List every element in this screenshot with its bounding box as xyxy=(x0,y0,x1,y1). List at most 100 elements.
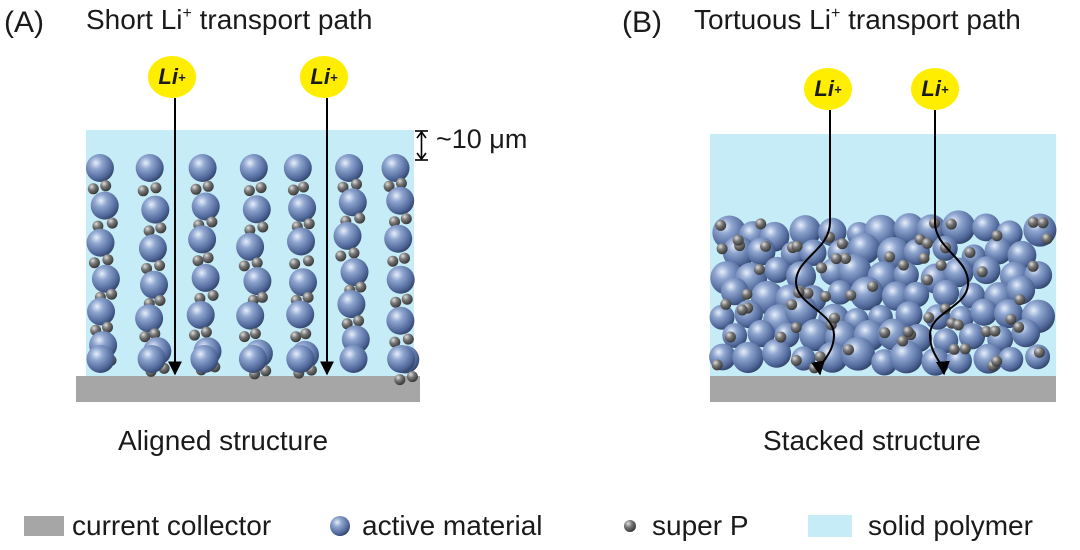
super-p-particle xyxy=(190,183,202,195)
super-p-particle xyxy=(790,322,802,333)
super-p-particle xyxy=(830,253,842,265)
super-p-particle xyxy=(829,312,840,324)
super-p-particle xyxy=(816,262,827,274)
super-p-particle xyxy=(341,318,353,330)
active-material-particle xyxy=(86,345,115,373)
super-p-particle xyxy=(102,254,114,266)
super-p-particle xyxy=(935,259,947,271)
panel-a-label: (A) xyxy=(4,6,44,39)
super-p-particle xyxy=(389,336,401,348)
active-material-particle xyxy=(384,224,413,253)
active-material-particle xyxy=(386,265,415,294)
super-p-particle xyxy=(921,237,933,249)
super-p-particle xyxy=(948,343,960,355)
super-p-particle xyxy=(741,288,753,300)
active-material-particle xyxy=(970,298,998,326)
blue-sphere-icon xyxy=(330,516,350,536)
active-material-particle xyxy=(86,228,115,257)
active-material-particle xyxy=(720,277,749,306)
active-material-particle xyxy=(236,301,265,330)
super-p-particle xyxy=(991,230,1003,242)
super-p-particle xyxy=(287,184,299,196)
super-p-particle xyxy=(802,287,814,299)
active-material-particle xyxy=(340,258,369,286)
li-ion-label: Li xyxy=(158,64,178,89)
super-p-particle xyxy=(243,185,255,197)
active-material-particle xyxy=(889,340,923,374)
super-p-particle xyxy=(137,185,149,197)
active-material-particle xyxy=(137,345,166,373)
super-p-particle xyxy=(884,251,896,263)
super-p-particle xyxy=(715,219,727,231)
super-p-particle xyxy=(300,328,312,340)
super-p-particle xyxy=(255,182,267,194)
active-material-particle xyxy=(932,279,960,307)
super-p-particle xyxy=(387,255,399,267)
super-p-particle xyxy=(1033,346,1045,358)
super-p-particle xyxy=(207,289,219,301)
panel-b-title: Tortuous Li+ transport path xyxy=(694,4,1021,36)
super-p-particle xyxy=(836,238,848,250)
super-p-particle xyxy=(150,182,162,194)
super-p-particle xyxy=(711,359,723,371)
panel-a-title: Short Li+ transport path xyxy=(86,4,372,36)
super-p-particle xyxy=(141,263,153,274)
li-ion-sup: + xyxy=(329,69,338,85)
active-material-particle xyxy=(90,191,119,220)
super-p-particle xyxy=(251,257,263,269)
active-material-particle xyxy=(339,345,368,373)
super-p-particle xyxy=(720,298,732,310)
super-p-particle xyxy=(724,331,736,343)
super-p-particle xyxy=(200,326,212,338)
super-p-particle xyxy=(981,326,992,337)
super-p-particle xyxy=(922,274,934,286)
panel-b-title-text: Tortuous Li xyxy=(694,4,831,35)
super-p-particle xyxy=(206,216,218,228)
legend-label: solid polymer xyxy=(868,510,1033,541)
super-p-particle xyxy=(786,299,798,311)
panel-a-caption: Aligned structure xyxy=(118,425,329,456)
super-p-particle xyxy=(402,333,414,345)
legend-solid-polymer: solid polymer xyxy=(808,506,1033,546)
super-p-particle xyxy=(976,266,988,278)
electrode-diagram xyxy=(76,98,1057,402)
panel-b-particles xyxy=(709,210,1057,376)
super-p-particle xyxy=(143,225,155,237)
super-p-particle xyxy=(964,247,976,258)
panel-b-title-tail: transport path xyxy=(840,4,1021,35)
active-material-particle xyxy=(799,319,832,352)
active-material-particle xyxy=(827,280,853,305)
active-material-particle xyxy=(188,154,217,182)
super-p-particle xyxy=(959,343,971,355)
super-p-particle xyxy=(840,253,852,264)
active-material-particle xyxy=(386,306,415,335)
active-material-particle xyxy=(288,193,317,222)
li-ion-badge-b1: Li+ xyxy=(804,68,852,110)
super-p-particle xyxy=(303,218,315,230)
super-p-particle xyxy=(394,374,406,386)
super-p-particle xyxy=(1037,217,1049,229)
active-material-particle xyxy=(335,154,364,182)
legend-label: active material xyxy=(362,510,543,541)
active-material-particle xyxy=(286,345,315,373)
active-material-particle xyxy=(709,304,735,330)
super-p-particle xyxy=(790,355,802,366)
super-p-particle xyxy=(239,331,250,343)
super-p-particle xyxy=(149,328,161,340)
active-material-particle xyxy=(333,221,362,250)
li-ion-badge-b2: Li+ xyxy=(911,68,959,110)
super-p-particle xyxy=(289,258,301,270)
active-material-particle xyxy=(242,195,271,224)
active-material-particle xyxy=(786,261,817,292)
panel-a-title-text: Short Li xyxy=(86,4,183,35)
active-material-particle xyxy=(386,186,415,215)
super-p-particle xyxy=(1005,313,1017,325)
super-p-particle xyxy=(355,281,367,293)
super-p-particle xyxy=(189,329,200,341)
super-p-particle xyxy=(400,213,412,225)
li-ion-sup: + xyxy=(177,69,186,85)
legend-label: current collector xyxy=(72,510,272,541)
active-material-particle xyxy=(238,345,267,373)
active-material-particle xyxy=(85,154,114,182)
super-p-particle xyxy=(808,362,820,374)
